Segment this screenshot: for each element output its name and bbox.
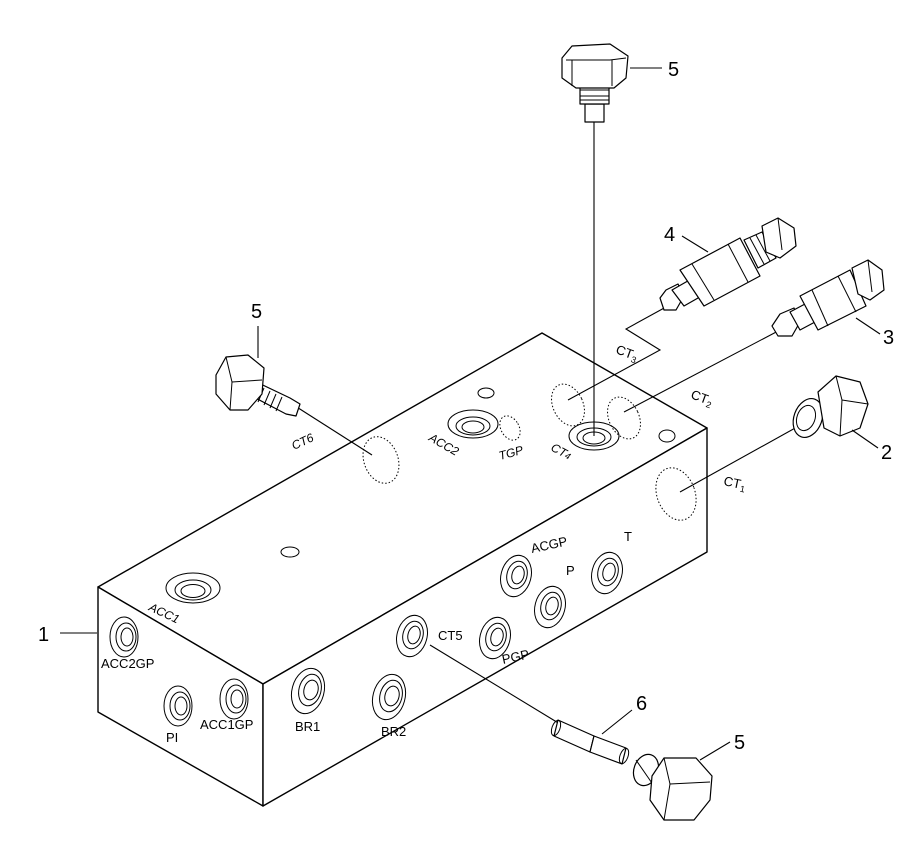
t-port [591, 551, 623, 595]
label-acc2gp: ACC2GP [101, 656, 154, 671]
callout-5-bottom: 5 [734, 732, 745, 754]
part-5-top-plug [561, 43, 629, 123]
top-small-hole [477, 387, 495, 399]
pi-port [163, 685, 193, 727]
label-pgp: PGP [501, 647, 531, 667]
label-acc1gp: ACC1GP [200, 717, 253, 732]
part-6-pin [550, 719, 630, 765]
ct3-jog-line [567, 306, 667, 401]
callout-leaders [60, 67, 881, 761]
ct3-cavity-hidden [551, 383, 585, 427]
label-ct3: CT3 [613, 342, 640, 366]
part-5-bottom-plug [632, 753, 713, 821]
label-ct1: CT1 [722, 473, 747, 494]
callout-5-top: 5 [668, 59, 679, 81]
part-2-fitting [792, 375, 869, 438]
br1-port [290, 667, 326, 715]
part-3-cartridge [771, 259, 885, 337]
part-4-cartridge [659, 217, 797, 311]
callout-numbers: 1 5 5 4 3 2 6 5 [38, 59, 894, 754]
block-right-face [262, 427, 708, 807]
label-ct2: CT2 [688, 387, 715, 411]
port-labels: ACC2GP PI ACC1GP BR1 BR2 CT5 PGP ACGP P … [101, 342, 747, 745]
label-ct6: CT6 [289, 430, 316, 452]
br2-port [371, 673, 407, 721]
front-face-ports [109, 616, 249, 727]
top-small-hole [280, 546, 300, 558]
ct2-cavity-hidden [607, 396, 641, 440]
part-5-left-plug [215, 354, 301, 417]
label-br1: BR1 [295, 719, 320, 734]
callout-1: 1 [38, 624, 49, 646]
label-ct5: CT5 [438, 628, 463, 643]
top-small-hole [658, 429, 676, 443]
callout-2: 2 [881, 442, 892, 464]
label-pi: PI [166, 730, 178, 745]
right-face-ports [290, 551, 623, 721]
label-p: P [566, 563, 575, 578]
p-port [534, 585, 566, 629]
callout-5-left: 5 [251, 301, 262, 323]
acc2gp-port [109, 616, 139, 658]
ct1-cavity-hidden [655, 467, 697, 521]
callout-6: 6 [636, 693, 647, 715]
acc2-port [447, 409, 499, 439]
label-tgp: TGP [497, 443, 524, 463]
acc1gp-port [219, 678, 249, 720]
ct5-port [396, 614, 428, 658]
label-t: T [624, 529, 632, 544]
top-face-features [165, 383, 697, 604]
assembly-axis-lines [291, 122, 807, 725]
acgp-port [500, 554, 532, 598]
label-acgp: ACGP [530, 534, 569, 556]
acc1-port [165, 572, 221, 604]
label-br2: BR2 [381, 724, 406, 739]
callout-3: 3 [883, 327, 894, 349]
ct6-cavity-hidden [362, 436, 400, 484]
manifold-block [97, 332, 708, 807]
pgp-port [479, 616, 511, 660]
callout-4: 4 [664, 224, 675, 246]
tgp-port-hidden [499, 415, 521, 441]
